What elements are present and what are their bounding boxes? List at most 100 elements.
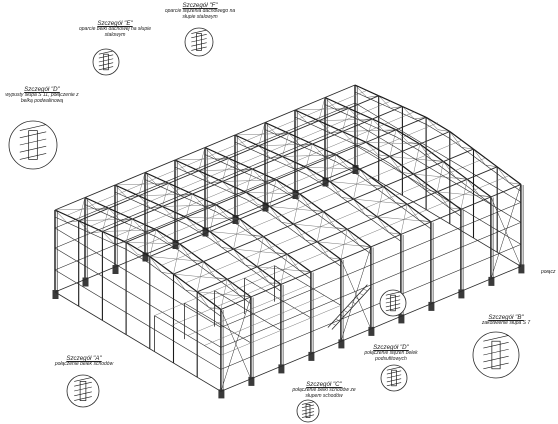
ground-beam	[54, 291, 222, 392]
purlin-secondary	[66, 90, 367, 216]
truss-web	[150, 206, 163, 209]
truss-web	[168, 183, 181, 196]
detail-circle-g2-stroke	[386, 370, 402, 375]
truss-web	[294, 109, 308, 123]
detail-circle-a-stroke	[74, 381, 92, 387]
roof-brace	[256, 236, 264, 267]
mezzanine-joist	[187, 285, 308, 336]
detail-circle-f-stroke	[191, 46, 207, 51]
truss-web	[270, 156, 283, 159]
truss-web	[377, 154, 390, 157]
truss-web	[473, 148, 486, 166]
rafter-chord	[275, 186, 300, 202]
stair-tread	[363, 288, 368, 292]
column-foot	[292, 190, 299, 199]
detail-circle-d	[8, 120, 58, 170]
column-foot	[368, 326, 375, 336]
side-rail	[54, 122, 356, 249]
detail-label-g: Szczegół "D" połączenie stężeń belek pod…	[358, 344, 424, 363]
detail-circle-g2-stroke	[386, 374, 402, 379]
detail-label-edge-text: połącz	[541, 270, 556, 275]
truss-web	[197, 229, 210, 232]
detail-circle-c	[296, 399, 320, 423]
detail-label-b-title: Szczegół "B"	[488, 314, 524, 321]
gable-rail	[54, 269, 222, 370]
stair-tread	[335, 318, 340, 322]
truss-web	[437, 129, 450, 132]
roof-brace	[340, 229, 348, 260]
stair-tread	[339, 314, 344, 317]
ground-beam	[220, 266, 522, 392]
detail-circle-e-profile	[103, 53, 109, 71]
truss-web	[197, 291, 210, 308]
detail-circle-g-stroke	[385, 307, 401, 312]
purlin-secondary	[137, 122, 438, 248]
detail-circle-a	[66, 374, 100, 408]
detail-label-a-title: Szczegół "A"	[66, 355, 102, 362]
truss-web	[258, 145, 271, 159]
ground-beam	[54, 166, 356, 293]
column-foot	[338, 339, 345, 349]
detail-circle-d-stroke	[19, 131, 47, 139]
rafter	[335, 154, 361, 170]
truss-web	[383, 186, 396, 203]
rafter	[425, 116, 451, 133]
detail-circle-g	[379, 289, 407, 317]
mezzanine-joist	[220, 305, 341, 356]
column-foot	[218, 389, 225, 399]
detail-label-d: Szczegół "D" wypusty słupa S 11, połącze…	[2, 86, 82, 105]
detail-label-g-title: Szczegół "D"	[373, 344, 409, 351]
truss-web	[312, 143, 325, 157]
truss-web	[222, 181, 235, 195]
column-foot	[428, 301, 435, 311]
wall-brace	[340, 259, 372, 329]
detail-circle-d-stroke	[19, 153, 47, 160]
column-foot	[308, 351, 315, 361]
truss-web	[149, 256, 162, 273]
truss-web	[227, 217, 240, 220]
truss-web	[377, 216, 390, 233]
truss-web	[390, 106, 403, 109]
rafter-chord	[125, 249, 150, 264]
truss-web	[328, 257, 341, 260]
truss-web	[84, 197, 97, 211]
detail-circle-d-stroke	[19, 145, 47, 153]
purlin	[220, 183, 522, 310]
roof-brace	[258, 122, 266, 146]
truss-web	[203, 261, 216, 278]
truss-web	[485, 164, 498, 167]
truss-web	[335, 154, 349, 168]
column-foot	[142, 252, 149, 262]
column-foot	[458, 289, 465, 299]
truss-web	[323, 211, 336, 228]
gable-rail	[354, 102, 522, 203]
detail-label-d-desc: wypusty słupa S 11, połączenie z belką p…	[5, 92, 79, 105]
truss-web	[137, 254, 150, 257]
truss-web	[245, 264, 258, 267]
truss-web	[324, 97, 338, 111]
stair-tread	[351, 301, 356, 304]
purlin-secondary	[161, 140, 462, 266]
detail-circle-b-stroke	[483, 335, 509, 342]
truss-web	[293, 223, 306, 241]
stair-stringer	[327, 284, 368, 328]
column-foot	[518, 264, 525, 274]
truss-web	[208, 307, 221, 310]
detail-circle-b-stroke	[483, 342, 509, 349]
truss-web	[407, 142, 420, 145]
side-rail	[220, 222, 522, 348]
truss-web	[372, 118, 385, 132]
truss-web	[467, 179, 480, 196]
truss-web	[282, 156, 295, 170]
column-foot	[322, 177, 329, 187]
mezzanine-joist	[171, 275, 292, 326]
rafter	[365, 141, 391, 158]
detail-label-a-desc: połączenie belek schodów	[54, 361, 114, 368]
detail-circle-c-stroke	[301, 401, 315, 405]
column-foot	[112, 265, 119, 274]
column-foot	[278, 364, 285, 374]
purlin-secondary	[185, 157, 486, 284]
truss-web	[138, 195, 151, 209]
column-foot	[352, 165, 359, 174]
